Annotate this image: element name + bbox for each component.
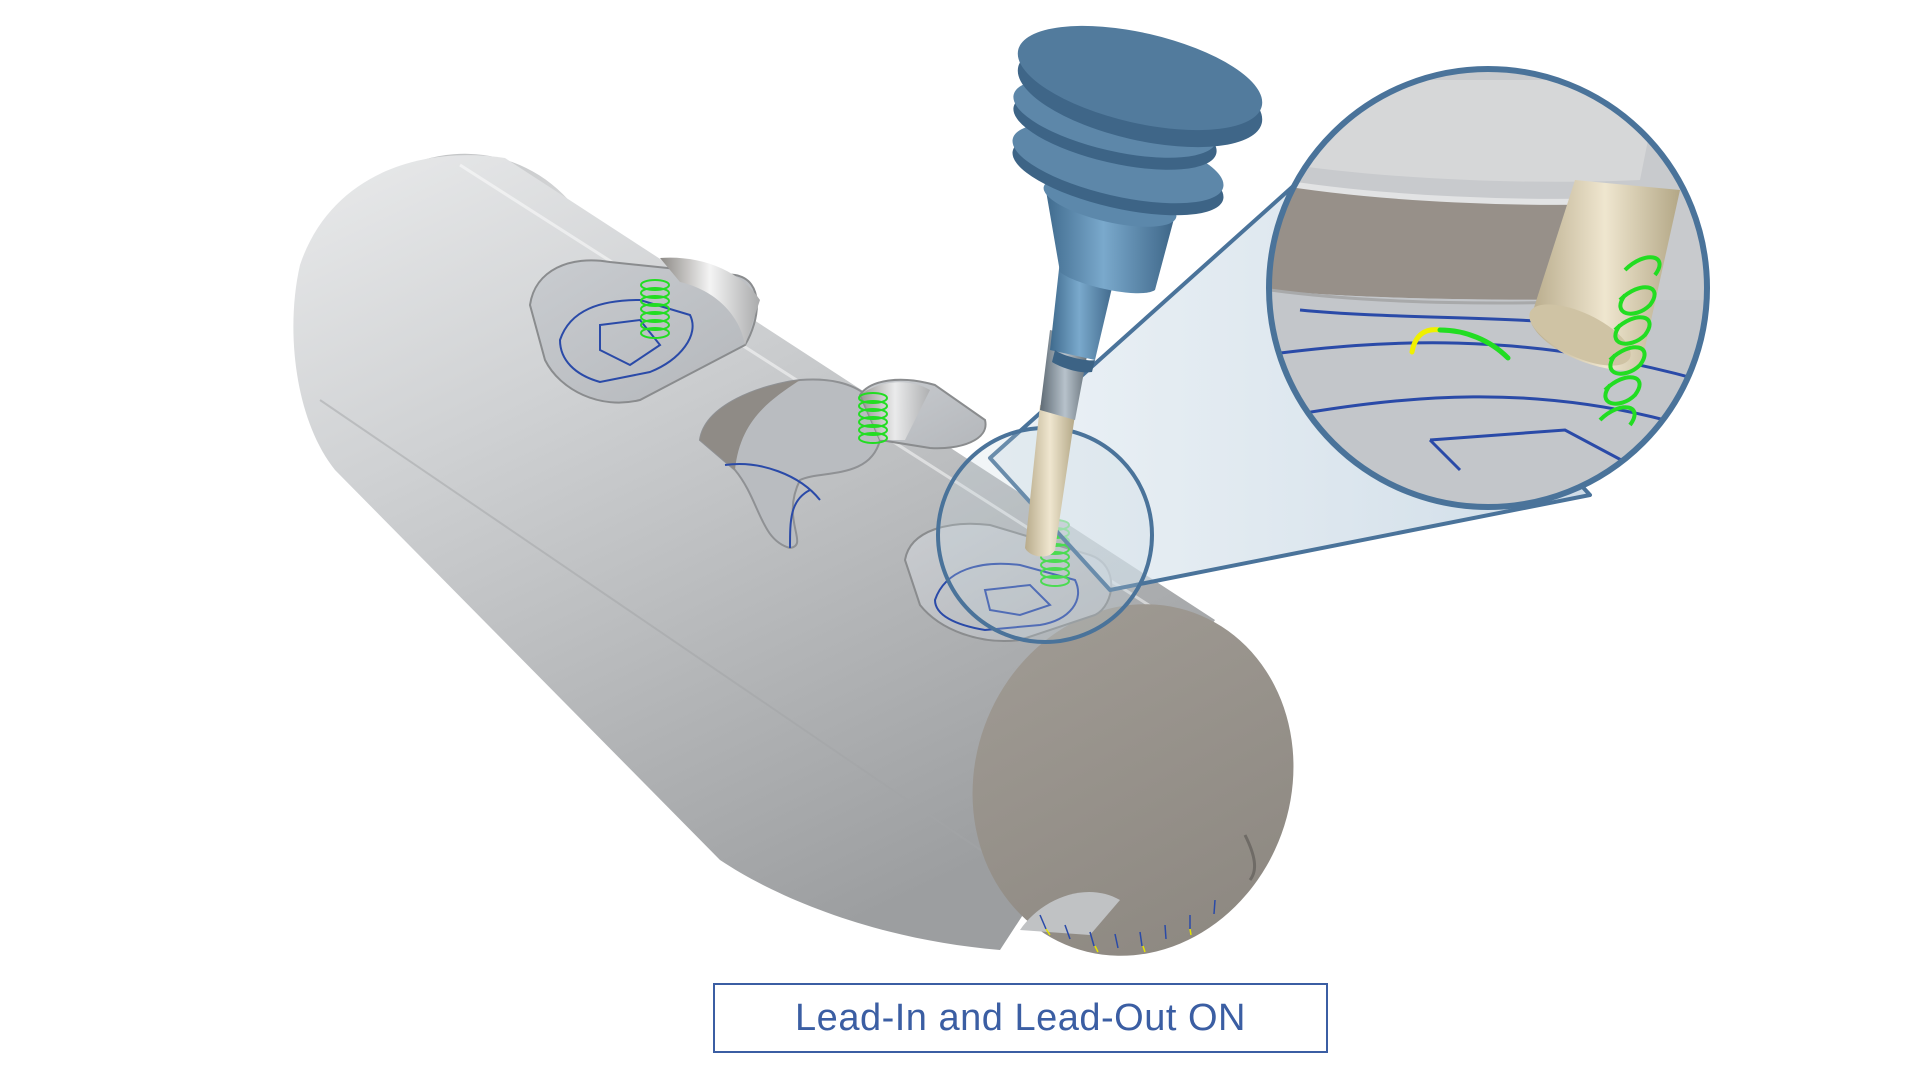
caption-box: Lead-In and Lead-Out ON	[713, 983, 1328, 1053]
magnifier-zoom	[1266, 66, 1710, 510]
workpiece	[293, 153, 1294, 956]
milling-tool	[1012, 25, 1263, 557]
caption-text: Lead-In and Lead-Out ON	[795, 996, 1246, 1039]
